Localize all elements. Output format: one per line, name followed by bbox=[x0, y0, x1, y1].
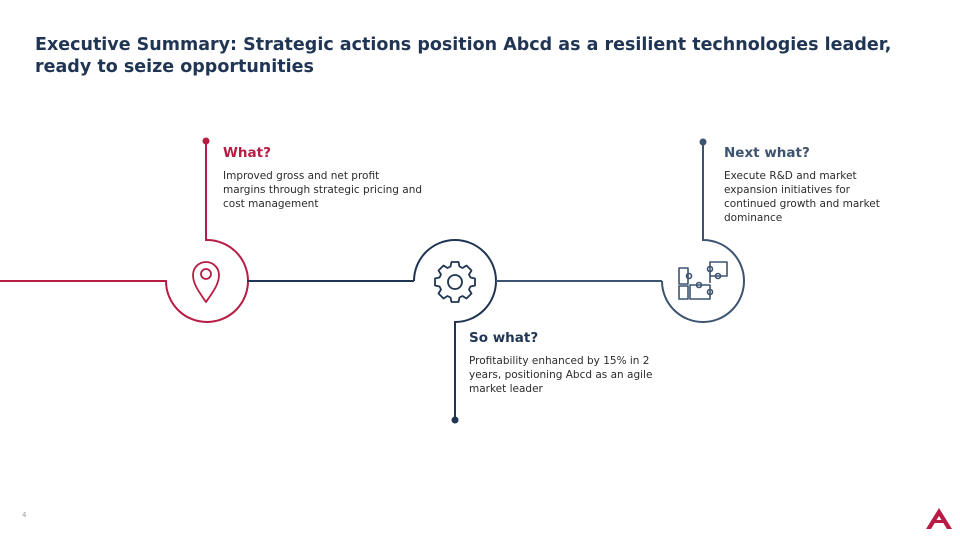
step-next-what: Next what? Execute R&D and market expans… bbox=[724, 145, 904, 225]
timeline-dot-next-what bbox=[699, 138, 707, 146]
page-number: 4 bbox=[22, 511, 27, 519]
step-heading: What? bbox=[223, 145, 271, 161]
step-so-what: So what? Profitability enhanced by 15% i… bbox=[469, 330, 669, 396]
step-heading: So what? bbox=[469, 330, 539, 346]
timeline-dot-what bbox=[202, 137, 210, 145]
step-description: Improved gross and net profit margins th… bbox=[223, 170, 423, 210]
location-pin-icon bbox=[192, 261, 220, 303]
step-description: Execute R&D and market expansion initiat… bbox=[724, 170, 880, 224]
timeline-dot-so-what bbox=[451, 416, 459, 424]
step-description: Profitability enhanced by 15% in 2 years… bbox=[469, 355, 653, 395]
step-heading: Next what? bbox=[724, 145, 810, 161]
timeline-segment-what bbox=[0, 141, 249, 323]
timeline-segment-next-what bbox=[661, 142, 745, 323]
timeline-segment-so-what bbox=[413, 239, 497, 419]
puzzle-icon bbox=[678, 261, 728, 300]
gear-icon bbox=[434, 261, 476, 303]
brand-logo bbox=[926, 508, 952, 529]
step-what: What? Improved gross and net profit marg… bbox=[223, 145, 423, 211]
slide-title: Executive Summary: Strategic actions pos… bbox=[35, 35, 892, 77]
